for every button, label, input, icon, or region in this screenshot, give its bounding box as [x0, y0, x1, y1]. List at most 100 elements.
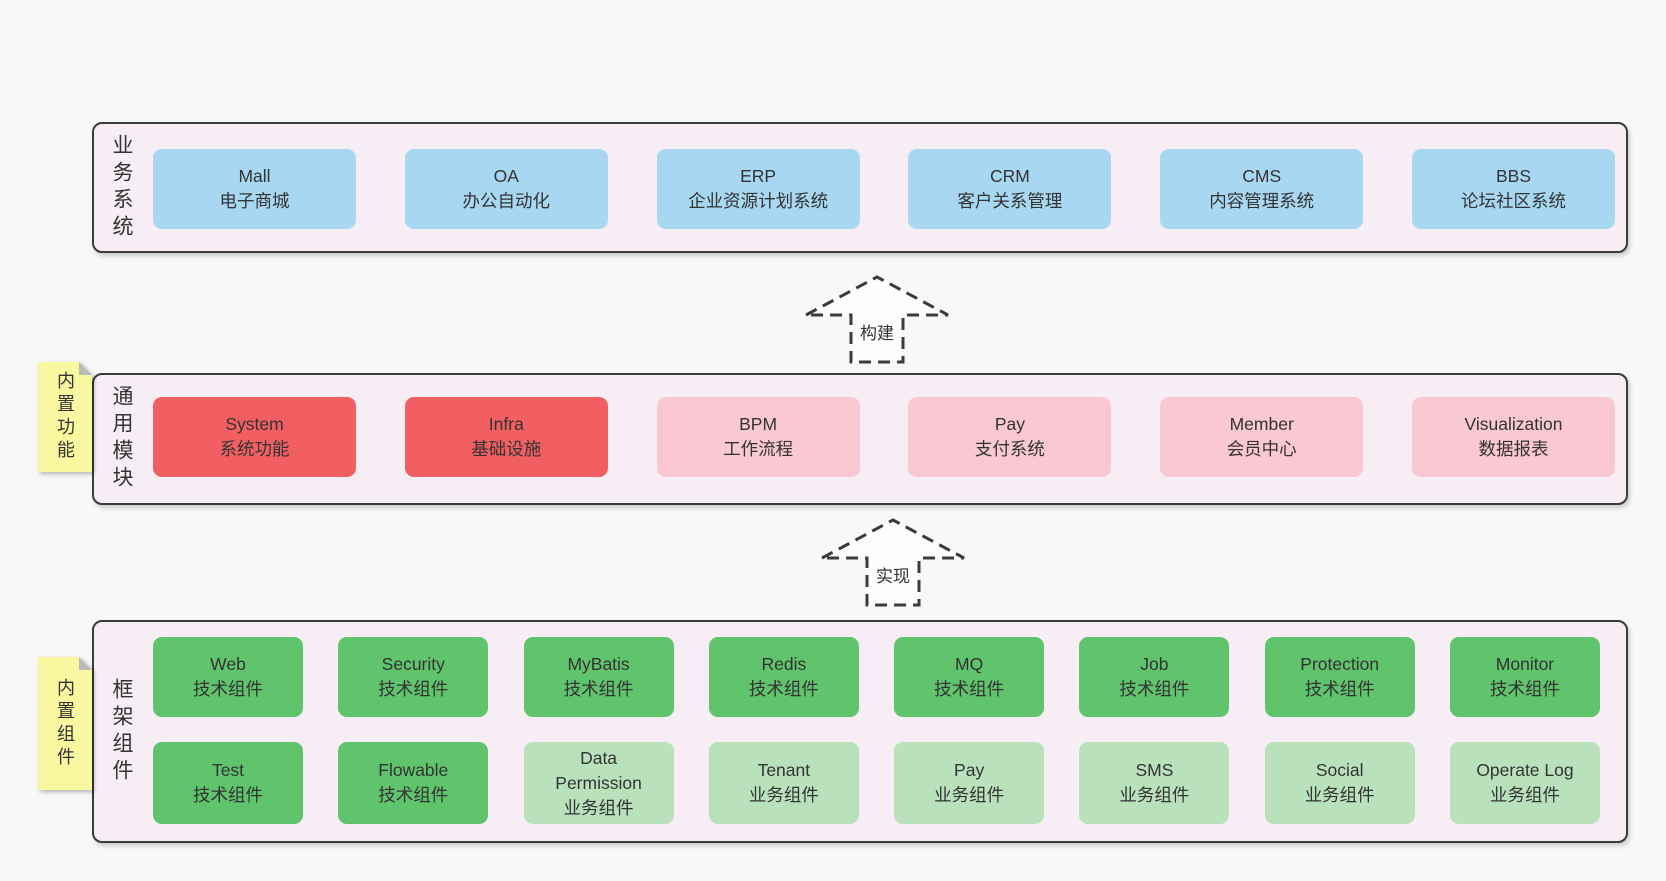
box-title: Web [210, 654, 246, 674]
box-web: Web 技术组件 [153, 637, 303, 717]
box-title: MQ [955, 654, 984, 674]
box-subtitle: 技术组件 [378, 679, 449, 699]
layer-label-common-modules: 通用模块 [110, 385, 133, 493]
box-subtitle: 办公自动化 [462, 191, 551, 211]
box-title: Visualization [1464, 414, 1563, 434]
common-modules-row: System 系统功能 Infra 基础设施 BPM 工作流程 Pay 支付系统 Member 会… [153, 397, 1615, 477]
box-subtitle: 技术组件 [1119, 679, 1190, 699]
box-subtitle: 业务组件 [1119, 785, 1190, 805]
box-subtitle: 业务组件 [1304, 785, 1375, 805]
box-subtitle: 系统功能 [219, 439, 290, 459]
sticky-note-built-in-components: 内置组件 [38, 657, 92, 790]
box-oa: OA 办公自动化 [404, 149, 608, 229]
box-title: BBS [1495, 166, 1531, 186]
arrow-implement-label: 实现 [873, 561, 913, 588]
box-subtitle: 工作流程 [723, 439, 794, 459]
box-protection: Protection 技术组件 [1264, 637, 1415, 717]
box-title: BPM [739, 414, 778, 434]
box-title: Redis [761, 654, 807, 674]
box-title: Social [1315, 760, 1364, 780]
note-fold-corner-icon [79, 657, 92, 670]
box-social: Social 业务组件 [1264, 742, 1415, 824]
sticky-note-built-in-components-label: 内置组件 [55, 677, 75, 770]
box-subtitle: 技术组件 [748, 679, 819, 699]
box-crm: CRM 客户关系管理 [908, 149, 1112, 229]
box-subtitle: 论坛社区系统 [1460, 191, 1566, 211]
sticky-note-built-in-features: 内置功能 [38, 362, 92, 472]
box-system: System 系统功能 [153, 397, 356, 477]
box-subtitle: 基础设施 [471, 439, 542, 459]
sticky-note-built-in-features-label: 内置功能 [55, 371, 75, 463]
box-title: Security [381, 654, 445, 674]
box-subtitle: 客户关系管理 [957, 191, 1063, 211]
box-title: Pay [954, 760, 985, 780]
box-title: Test [211, 760, 245, 780]
layer-label-framework-components: 框架组件 [110, 677, 133, 786]
box-sms: SMS 业务组件 [1079, 742, 1230, 824]
box-title: Member [1229, 414, 1294, 434]
box-monitor: Monitor 技术组件 [1449, 637, 1600, 717]
box-redis: Redis 技术组件 [708, 637, 859, 717]
box-title: Job [1140, 654, 1169, 674]
box-mall: Mall 电子商城 [153, 149, 356, 229]
box-title: MyBatis [567, 654, 630, 674]
box-subtitle: 支付系统 [974, 439, 1045, 459]
box-subtitle: 内容管理系统 [1209, 191, 1315, 211]
box-subtitle: 技术组件 [934, 679, 1005, 699]
box-subtitle: 技术组件 [193, 679, 263, 699]
box-erp: ERP 企业资源计划系统 [656, 149, 860, 229]
box-subtitle: 电子商城 [219, 191, 290, 211]
box-subtitle: 业务组件 [563, 797, 634, 818]
box-pay: Pay 支付系统 [908, 397, 1112, 477]
box-operate-log: Operate Log 业务组件 [1449, 742, 1600, 824]
box-title: Pay [994, 414, 1025, 434]
box-title: Protection [1300, 654, 1380, 674]
box-test: Test 技术组件 [153, 742, 303, 824]
box-bpm: BPM 工作流程 [656, 397, 860, 477]
box-title: ERP [740, 166, 777, 186]
box-subtitle: 业务组件 [1489, 785, 1560, 805]
box-title: Operate Log [1476, 760, 1574, 780]
box-infra: Infra 基础设施 [404, 397, 608, 477]
box-title: CMS [1242, 166, 1282, 186]
layer-common-modules: 通用模块 System 系统功能 Infra 基础设施 BPM 工作流程 Pay 支付系统 Me… [92, 373, 1628, 505]
box-subtitle: 技术组件 [1489, 679, 1560, 699]
box-title: Mall [238, 166, 271, 186]
box-title: CRM [989, 166, 1030, 186]
box-title: SMS [1135, 760, 1174, 780]
business-systems-row: Mall 电子商城 OA 办公自动化 ERP 企业资源计划系统 CRM 客户关系管理 CMS 内容… [153, 149, 1615, 229]
box-subtitle: 技术组件 [1304, 679, 1375, 699]
box-tenant: Tenant 业务组件 [708, 742, 859, 824]
box-subtitle: 技术组件 [563, 679, 634, 699]
box-title: OA [493, 166, 519, 186]
arrow-build: 构建 [797, 274, 957, 366]
box-title: Infra [488, 414, 524, 434]
box-job: Job 技术组件 [1079, 637, 1230, 717]
layer-label-business-systems: 业务系统 [110, 133, 133, 242]
box-pay: Pay 业务组件 [894, 742, 1045, 824]
box-mybatis: MyBatis 技术组件 [523, 637, 674, 717]
box-title: Monitor [1495, 654, 1555, 674]
box-subtitle: 技术组件 [193, 785, 263, 805]
box-cms: CMS 内容管理系统 [1160, 149, 1364, 229]
box-title: System [225, 414, 284, 434]
box-member: Member 会员中心 [1160, 397, 1364, 477]
layer-business-systems: 业务系统 Mall 电子商城 OA 办公自动化 ERP 企业资源计划系统 CRM 客户关系管理… [92, 122, 1628, 253]
box-title: Tenant [757, 760, 811, 780]
box-mq: MQ 技术组件 [894, 637, 1045, 717]
box-subtitle: 数据报表 [1478, 439, 1549, 459]
arrow-implement: 实现 [813, 517, 973, 609]
box-bbs: BBS 论坛社区系统 [1411, 149, 1615, 229]
sticky-note-paper: 内置功能 [38, 362, 92, 472]
box-security: Security 技术组件 [338, 637, 489, 717]
box-subtitle: 企业资源计划系统 [688, 191, 829, 211]
box-subtitle: 会员中心 [1226, 439, 1297, 459]
arrow-build-label: 构建 [857, 318, 897, 345]
box-subtitle: 业务组件 [934, 785, 1005, 805]
box-title: Flowable [378, 760, 449, 780]
box-subtitle: 业务组件 [748, 785, 819, 805]
